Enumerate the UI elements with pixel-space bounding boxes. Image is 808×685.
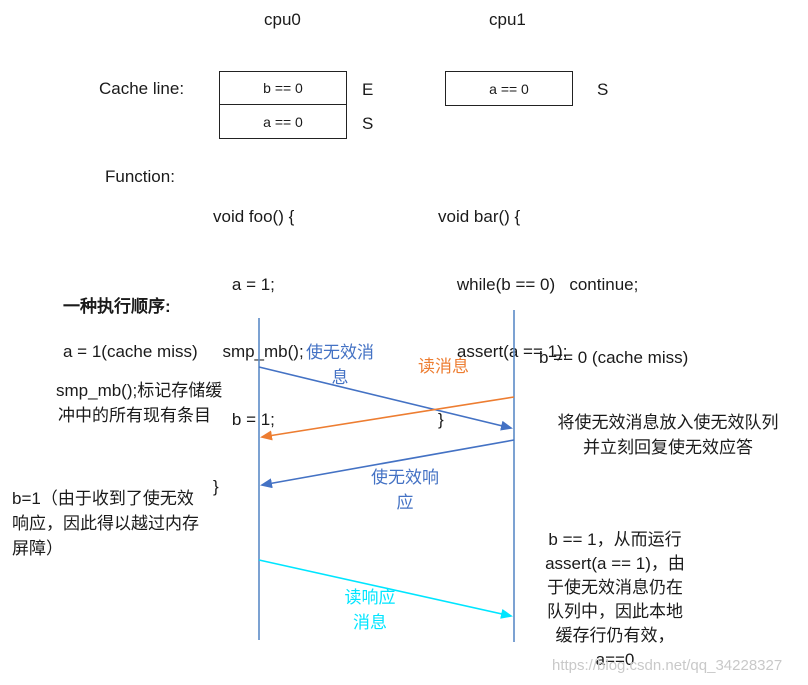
cpu0-note-smp-mb-line: smp_mb();标记存储缓 [56,381,223,400]
bar-code: void bar() { while(b == 0) continue; ass… [438,161,638,454]
invalidate-ack-label-line: 应 [396,493,414,512]
sequence-title: 一种执行顺序: [63,297,171,316]
cpu1-note-queue-line: 将使无效消息放入使无效队列 [557,413,779,432]
read-response-label: 读响应 消息 [330,585,410,635]
bar-code-line: void bar() { [438,207,521,226]
cpu1-note-assert-line: 队列中，因此本地 [547,602,683,621]
cpu0-cache-line-b-text: b == 0 [263,80,303,96]
cpu0-note-a-eq-1: a = 1(cache miss) [63,342,198,361]
read-arrow [260,396,515,441]
cpu1-note-assert-line: a==0 [595,650,635,669]
cpu1-note-queue: 将使无效消息放入使无效队列 并立刻回复使无效应答 [530,410,806,460]
foo-code: void foo() { a = 1; smp_mb(); b = 1; } [213,161,304,521]
cpu1-note-assert-line: assert(a == 1)，由 [545,554,685,573]
cpu1-cache-line-a-text: a == 0 [489,80,529,97]
invalidate-message-label: 使无效消 息 [290,340,390,390]
invalidate-ack-arrow [260,439,515,489]
invalidate-ack-label-line: 使无效响 [371,468,439,487]
cpu1-note-queue-line: 并立刻回复使无效应答 [583,438,753,457]
invalidate-message-label-line: 使无效消 [306,343,374,362]
cpu1-note-assert-line: 于使无效消息仍在 [547,578,683,597]
cpu1-header: cpu1 [489,10,526,29]
cpu0-cache-line-a-text: a == 0 [263,113,303,130]
foo-code-line: a = 1; [213,274,275,294]
cpu0-cache-line-b-state: E [362,80,374,99]
cpu0-note-smp-mb: smp_mb();标记存储缓 冲中的所有现有条目 [56,378,222,428]
cpu0-cache-line-b: b == 0 [219,71,347,105]
cpu1-note-b-miss: b == 0 (cache miss) [539,348,689,367]
cpu0-note-b-eq-1-line: 响应，因此得以越过内存 [12,514,199,533]
invalidate-arrow [258,366,513,431]
read-response-label-line: 消息 [353,613,387,632]
cpu0-cache-line-a: a == 0 [219,104,347,139]
cpu1-note-assert: b == 1，从而运行 assert(a == 1)，由 于使无效消息仍在 队列… [535,528,695,672]
bar-code-line: while(b == 0) continue; [438,274,639,294]
cpu1-cache-line-a: a == 0 [445,71,573,106]
cpu0-note-b-eq-1: b=1（由于收到了使无效 响应，因此得以越过内存 屏障） [12,486,199,561]
foo-code-line: void foo() { [213,207,295,226]
cpu1-cache-line-a-state: S [597,80,609,99]
function-label: Function: [105,167,175,186]
bar-code-line: } [438,409,444,429]
read-response-label-line: 读响应 [344,588,396,607]
cpu0-note-b-eq-1-line: 屏障） [12,539,63,558]
cpu0-note-b-eq-1-line: b=1（由于收到了使无效 [12,489,194,508]
watermark: https://blog.csdn.net/qq_34228327 [552,657,783,674]
cpu0-header: cpu0 [264,10,301,29]
invalidate-message-label-line: 息 [331,368,349,387]
invalidate-ack-label: 使无效响 应 [355,465,455,515]
foo-code-line: } [213,477,219,496]
cpu0-note-smp-mb-line: 冲中的所有现有条目 [58,406,211,425]
read-response-arrow [258,559,513,619]
cache-line-label: Cache line: [99,79,185,98]
foo-code-line: smp_mb(); [222,342,304,361]
cpu1-note-assert-line: b == 1，从而运行 [548,530,682,549]
cpu0-cache-line-a-state: S [362,114,374,133]
foo-code-line: b = 1; [213,409,275,429]
cpu1-note-assert-line: 缓存行仍有效， [555,626,675,645]
bar-code-line: assert(a == 1); [438,342,568,361]
read-message-label: 读消息 [418,357,469,376]
